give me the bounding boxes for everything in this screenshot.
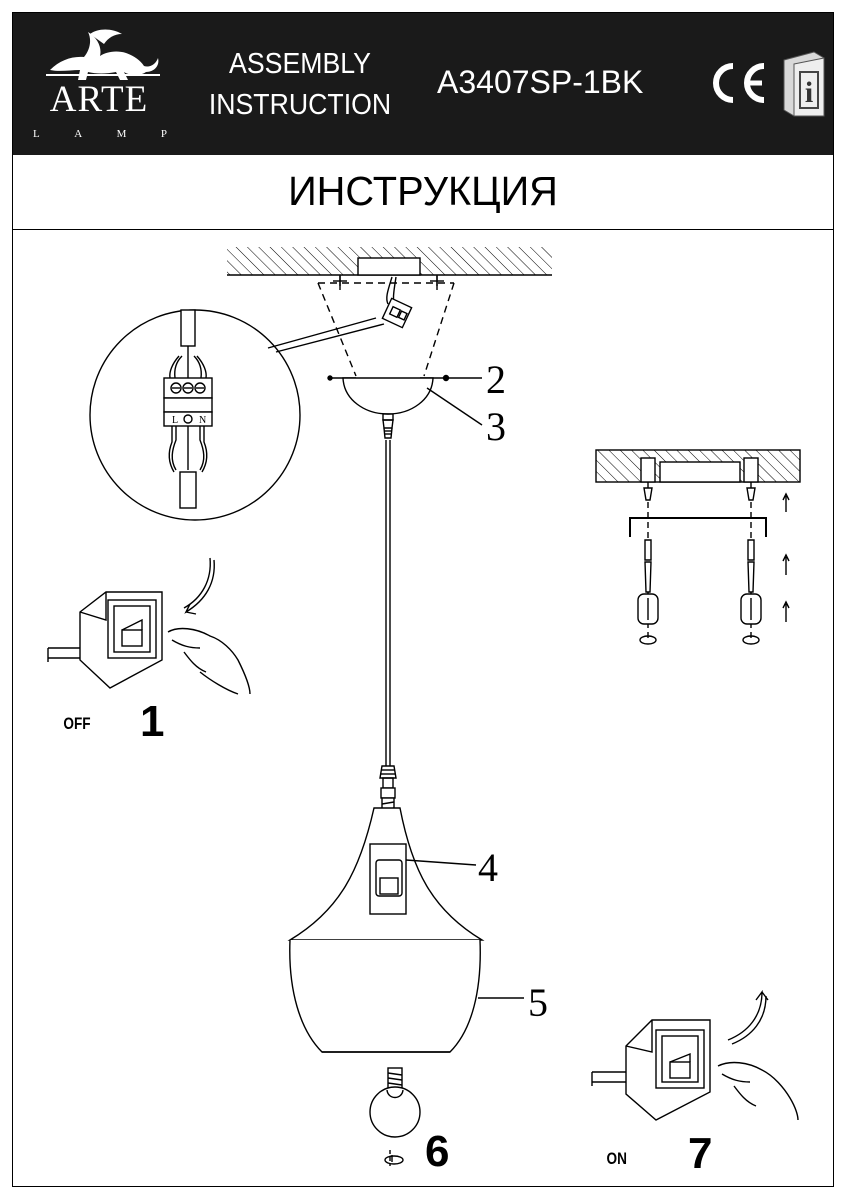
brand-subtitle-letter: A bbox=[74, 128, 83, 140]
svg-text:i: i bbox=[805, 76, 813, 109]
ce-mark-icon bbox=[713, 63, 765, 103]
callout-2: 2 bbox=[486, 357, 506, 402]
brand-subtitle-letter: L bbox=[33, 128, 40, 140]
hand-on-icon bbox=[717, 1061, 799, 1121]
callout-3: 3 bbox=[486, 404, 506, 449]
step-6-number: 6 bbox=[425, 1127, 450, 1176]
canopy-icon bbox=[327, 374, 483, 439]
wire-connector-icon bbox=[267, 276, 413, 353]
wire-connector-detail: L N bbox=[89, 309, 301, 521]
model-number: A3407SP-1BK bbox=[437, 64, 644, 100]
arrow-up-icon bbox=[727, 989, 769, 1045]
wall-switch-on-icon bbox=[591, 1019, 711, 1121]
doc-title-line-1: ASSEMBLY bbox=[229, 48, 371, 80]
step-7-number: 7 bbox=[688, 1129, 713, 1178]
brand-subtitle-letter: M bbox=[116, 128, 127, 140]
arrow-down-icon bbox=[183, 557, 215, 615]
brand-subtitle-letter: P bbox=[160, 128, 167, 140]
cable bbox=[385, 440, 391, 766]
page-frame bbox=[12, 12, 834, 1187]
switch-on-label: ON bbox=[606, 1149, 627, 1168]
brand-subtitle: L A M P bbox=[33, 128, 167, 140]
page-title: ИНСТРУКЦИЯ bbox=[288, 168, 558, 214]
callout-5: 5 bbox=[528, 980, 548, 1025]
pendant-shade-icon bbox=[287, 765, 524, 1053]
hand-icon bbox=[167, 627, 251, 695]
callout-4: 4 bbox=[478, 845, 498, 890]
switch-off-label: OFF bbox=[63, 714, 91, 733]
doc-title-line-2: INSTRUCTION bbox=[208, 89, 392, 121]
step-1-number: 1 bbox=[140, 697, 165, 746]
svg-text:N: N bbox=[199, 415, 206, 426]
griffin-logo-icon bbox=[46, 29, 160, 80]
brand-name: ARTE bbox=[49, 79, 149, 120]
wall-switch-icon bbox=[47, 591, 163, 689]
title-band: ИНСТРУКЦИЯ bbox=[13, 155, 833, 230]
info-manual-icon: i bbox=[783, 51, 825, 117]
bulb-icon bbox=[369, 1067, 421, 1166]
svg-text:L: L bbox=[172, 415, 178, 426]
screw-anchor-icon bbox=[595, 449, 801, 645]
ceiling-mount-icon bbox=[227, 247, 552, 377]
header-bar bbox=[13, 13, 833, 155]
